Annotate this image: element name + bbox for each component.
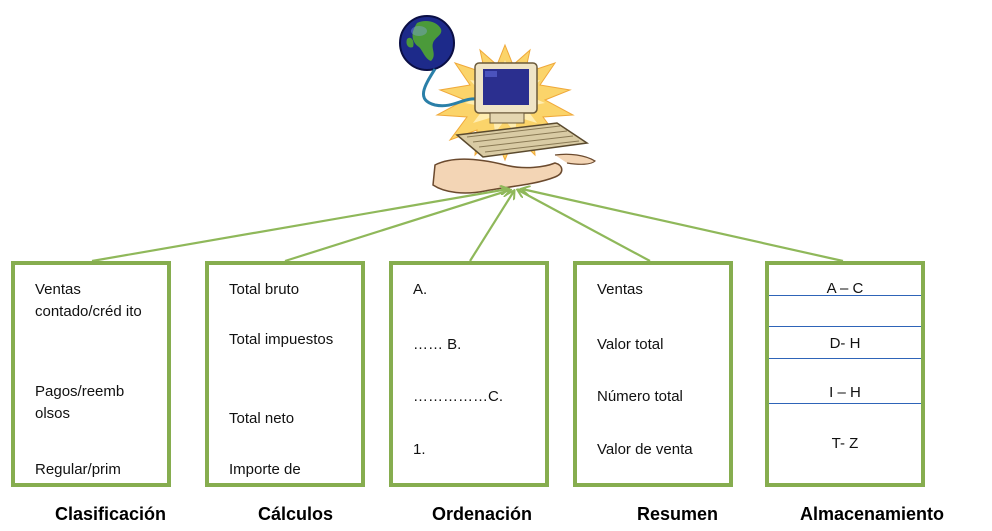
box-item: Ventas [597, 281, 643, 298]
box-item: Valor de venta [597, 441, 693, 458]
label-calculos: Cálculos [258, 504, 334, 524]
range-label: T- Z [831, 435, 859, 452]
arrow-calculos [284, 190, 510, 263]
computer-illustration [399, 15, 596, 194]
box-item: Total bruto [229, 281, 300, 298]
box-resumen: Ventas Valor total Número total Valor de… [573, 261, 733, 487]
box-item: Total impuestos [229, 331, 334, 348]
arrow-resumen [518, 190, 651, 262]
globe-icon [399, 15, 455, 71]
range-label: A – C [826, 280, 864, 297]
range-label: I – H [829, 384, 861, 401]
arrow-ordenacion [469, 191, 514, 262]
divider [769, 326, 921, 327]
box-item: Pagos/reemb olsos [35, 383, 125, 422]
box-item: Importe de [229, 461, 301, 478]
box-item: ……………C. [413, 388, 503, 405]
label-resumen: Resumen [637, 504, 719, 524]
box-clasificacion: Ventas contado/créd ito Pagos/reemb olso… [11, 261, 171, 487]
box-item: A. [413, 281, 428, 298]
box-item: Número total [597, 388, 683, 405]
box-item: 1. [413, 441, 426, 458]
hand-icon [432, 153, 596, 194]
box-ordenacion: A. …… B. ……………C. 1. [389, 261, 549, 487]
box-item: …… B. [413, 336, 462, 353]
computer-icon [455, 62, 590, 158]
arrow-clasificacion [91, 189, 508, 263]
divider [769, 295, 921, 296]
divider [769, 403, 921, 404]
label-almacenamiento: Almacenamiento [800, 504, 945, 524]
box-almacenamiento: A – C D- H I – H T- Z [765, 261, 925, 487]
label-clasificacion: Clasificación [55, 504, 167, 524]
box-item: Regular/prim [35, 461, 121, 478]
divider [769, 358, 921, 359]
range-label: D- H [829, 335, 861, 352]
box-item: Total neto [229, 410, 295, 427]
box-item: Valor total [597, 336, 664, 353]
label-ordenacion: Ordenación [432, 504, 533, 524]
box-calculos: Total bruto Total impuestos Total neto I… [205, 261, 365, 487]
box-item: Ventas contado/créd ito [35, 281, 142, 320]
arrow-almacenamiento [522, 189, 844, 263]
